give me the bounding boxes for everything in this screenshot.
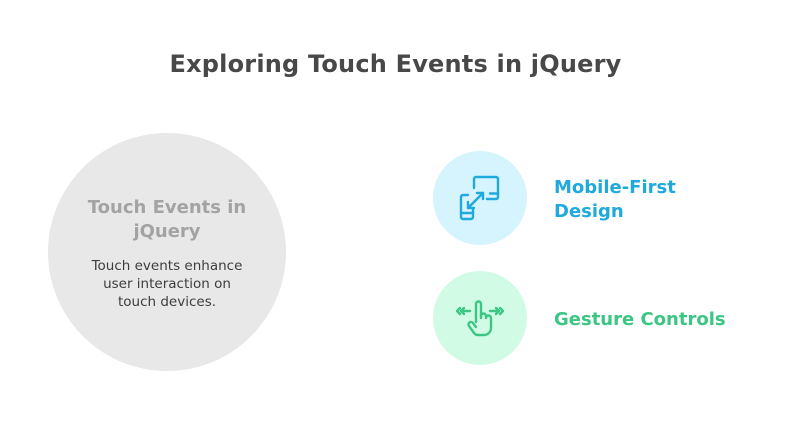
main-topic-heading: Touch Events in jQuery [48,196,286,244]
device-resize-icon [459,175,500,221]
gesture-controls-icon-circle [433,271,527,365]
mobile-first-icon-circle [433,151,527,245]
main-topic-description-line1: Touch events enhance [91,258,243,274]
main-topic-circle [48,133,286,371]
mobile-first-label: Mobile-First Design [554,176,734,224]
swipe-gesture-icon [456,300,504,337]
main-topic-heading-line2: jQuery [133,221,201,242]
main-topic-description-line3: touch devices. [117,294,217,310]
diagram-title: Exploring Touch Events in jQuery [169,50,622,78]
main-topic-description: Touch events enhance user interaction on… [48,257,286,311]
main-topic-heading-line1: Touch Events in [87,197,247,218]
main-topic-description-line2: user interaction on [103,276,231,292]
mobile-first-label-line1: Mobile-First [554,177,676,198]
gesture-controls-label: Gesture Controls [554,309,726,330]
mobile-first-label-line2: Design [554,201,624,222]
